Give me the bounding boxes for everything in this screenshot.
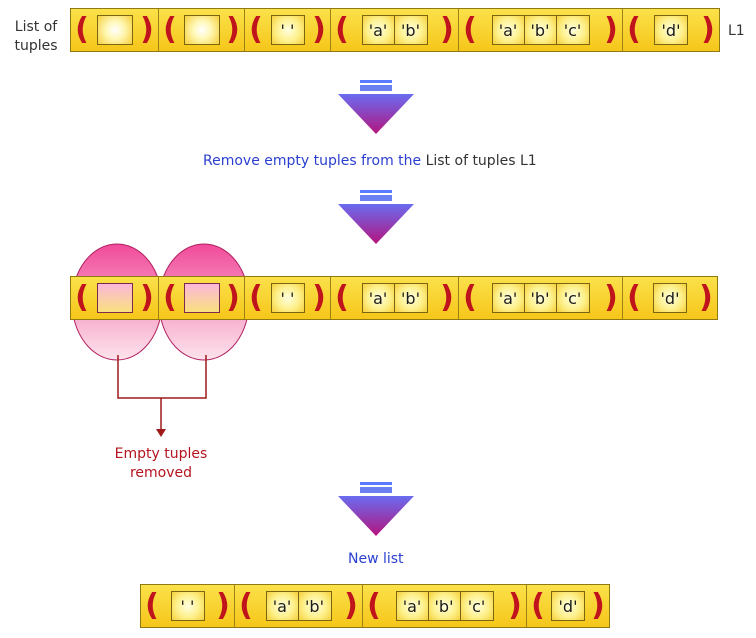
close-paren: ) [216, 588, 230, 623]
open-paren: ( [145, 588, 159, 623]
close-paren: ) [591, 588, 605, 623]
tuple-6: ( 'd') [623, 9, 719, 51]
tuple-6: ( 'd') [623, 277, 717, 319]
new-list-label: New list [348, 551, 404, 567]
tuple-element: 'a' [492, 284, 525, 312]
list-name: L1 [728, 23, 745, 39]
tuple-element: ' ' [171, 592, 204, 620]
open-paren: ( [163, 280, 177, 315]
open-paren: ( [627, 12, 641, 47]
empty-tuple-cell [183, 283, 220, 313]
tuple-element: 'c' [556, 284, 589, 312]
open-paren: ( [463, 280, 477, 315]
tuple-element: 'c' [556, 16, 589, 44]
step-description: Remove empty tuples from the List of tup… [203, 150, 537, 169]
tuple-3: ( ' ') [245, 277, 331, 319]
tuple-element: 'b' [524, 16, 557, 44]
tuple-1: () [71, 277, 159, 319]
open-paren: ( [239, 588, 253, 623]
tuple-element: ' ' [271, 284, 304, 312]
empty-tuple-cell [183, 15, 220, 45]
down-arrow-icon [338, 482, 414, 536]
close-paren: ) [312, 12, 326, 47]
open-paren: ( [367, 588, 381, 623]
close-paren: ) [604, 280, 618, 315]
open-paren: ( [531, 588, 545, 623]
tuple-2: ( 'a''b') [235, 585, 363, 627]
tuple-element: 'd' [552, 592, 584, 620]
close-paren: ) [226, 280, 240, 315]
tuple-5: ( 'a''b''c') [459, 277, 623, 319]
step-text-blue: Remove empty tuples from the [203, 153, 426, 169]
down-arrow-icon [338, 190, 414, 244]
tuple-4: ( 'a''b') [331, 9, 459, 51]
open-paren: ( [75, 12, 89, 47]
removed-label: Empty tuples removed [114, 446, 208, 481]
close-paren: ) [312, 280, 326, 315]
empty-tuple-cell [96, 15, 133, 45]
open-paren: ( [627, 280, 641, 315]
tuple-element: 'b' [428, 592, 461, 620]
tuple-element: 'b' [524, 284, 557, 312]
tuple-element: 'a' [362, 16, 395, 44]
open-paren: ( [335, 12, 349, 47]
close-paren: ) [140, 280, 154, 315]
open-paren: ( [335, 280, 349, 315]
tuple-element: 'a' [492, 16, 525, 44]
tuple-element: ' ' [271, 16, 304, 44]
close-paren: ) [699, 280, 713, 315]
top-tuple-list: ()()(' ')('a''b')('a''b''c')('d') [70, 8, 720, 52]
tuple-element: 'd' [655, 16, 687, 44]
empty-tuple-cell [96, 283, 133, 313]
close-paren: ) [440, 12, 454, 47]
close-paren: ) [226, 12, 240, 47]
middle-tuple-list: ()()(' ')('a''b')('a''b''c')('d') [70, 276, 718, 320]
tuple-5: ( 'a''b''c') [459, 9, 623, 51]
result-tuple-list: (' ')('a''b')('a''b''c')('d') [140, 584, 610, 628]
tuple-4: ('d') [527, 585, 609, 627]
tuple-1: ( ' ') [141, 585, 235, 627]
tuple-element: 'b' [394, 16, 427, 44]
tuple-element: 'c' [460, 592, 493, 620]
tuple-4: ( 'a''b') [331, 277, 459, 319]
tuple-element: 'a' [396, 592, 429, 620]
open-paren: ( [249, 280, 263, 315]
open-paren: ( [249, 12, 263, 47]
removed-connector [117, 355, 207, 437]
tuple-1: () [71, 9, 159, 51]
open-paren: ( [163, 12, 177, 47]
list-label: List of tuples [14, 19, 58, 54]
tuple-element: 'b' [394, 284, 427, 312]
tuple-2: () [159, 9, 245, 51]
tuple-3: ( 'a''b''c') [363, 585, 527, 627]
open-paren: ( [463, 12, 477, 47]
tuple-element: 'b' [298, 592, 331, 620]
tuple-3: ( ' ') [245, 9, 331, 51]
close-paren: ) [344, 588, 358, 623]
close-paren: ) [701, 12, 715, 47]
tuple-element: 'a' [362, 284, 395, 312]
close-paren: ) [604, 12, 618, 47]
open-paren: ( [75, 280, 89, 315]
tuple-element: 'a' [266, 592, 299, 620]
down-arrow-icon [338, 80, 414, 134]
close-paren: ) [508, 588, 522, 623]
close-paren: ) [140, 12, 154, 47]
step-text-dark: List of tuples L1 [425, 153, 537, 169]
close-paren: ) [440, 280, 454, 315]
tuple-2: () [159, 277, 245, 319]
tuple-element: 'd' [654, 284, 686, 312]
